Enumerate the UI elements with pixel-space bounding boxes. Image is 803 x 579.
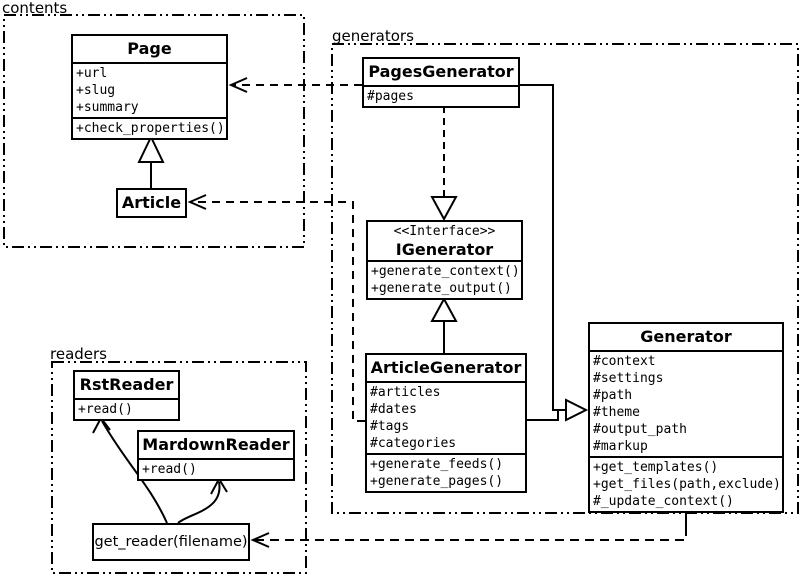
function-get-reader-label: get_reader(filename) [94, 534, 248, 550]
class-mardownreader-title: MardownReader [142, 435, 290, 454]
class-page-title: Page [127, 39, 172, 58]
attribute: #path [593, 388, 633, 403]
class-pagesgenerator: PagesGenerator #pages [362, 57, 520, 108]
package-contents-label: contents [2, 0, 68, 17]
class-articlegenerator: ArticleGenerator #articles #dates #tags … [365, 353, 527, 493]
class-generator-title: Generator [640, 327, 732, 346]
package-readers-border [51, 361, 307, 574]
attribute: #context [593, 354, 656, 369]
interface-igenerator-title: IGenerator [395, 240, 494, 259]
class-articlegenerator-title: ArticleGenerator [370, 358, 522, 377]
method: +generate_pages() [370, 474, 504, 489]
method: +read() [142, 462, 197, 477]
package-generators-border [331, 43, 799, 514]
attribute: +summary [76, 100, 139, 115]
edge-generators-generator-generalization [519, 84, 589, 422]
method: +generate_context() [371, 264, 520, 279]
attribute: #tags [370, 419, 410, 434]
class-page-attributes: +url +slug +summary [73, 62, 226, 117]
package-generators-label: generators [332, 27, 414, 45]
edge-articlegenerator-igenerator-generalization [430, 296, 458, 354]
attribute: #markup [593, 439, 648, 454]
class-article: Article [116, 188, 187, 218]
class-mardownreader: MardownReader +read() [137, 430, 295, 481]
class-rstreader: RstReader +read() [73, 370, 180, 421]
method: #_update_context() [593, 494, 734, 509]
class-article-title: Article [121, 193, 182, 212]
method: +read() [78, 402, 133, 417]
package-contents-border [3, 14, 305, 248]
edge-article-page-generalization [137, 134, 165, 189]
attribute: +slug [76, 83, 116, 98]
attribute: +url [76, 66, 108, 81]
class-page-methods: +check_properties() [73, 117, 226, 138]
class-articlegenerator-methods: +generate_feeds() +generate_pages() [367, 453, 525, 491]
edge-getreader-mardownreader-call [177, 476, 228, 524]
interface-igenerator-methods: +generate_context() +generate_output() [368, 260, 521, 298]
attribute: #categories [370, 436, 457, 451]
attribute: #articles [370, 385, 441, 400]
class-pagesgenerator-attributes: #pages [364, 85, 518, 106]
edge-articlegenerator-article-dependency [187, 194, 365, 422]
class-generator-attributes: #context #settings #path #theme #output_… [590, 350, 782, 456]
method: +check_properties() [76, 121, 225, 136]
class-mardownreader-methods: +read() [139, 458, 293, 479]
method: +generate_output() [371, 281, 512, 296]
attribute: #pages [367, 89, 414, 104]
class-articlegenerator-attributes: #articles #dates #tags #categories [367, 381, 525, 453]
class-generator-methods: +get_templates() +get_files(path,exclude… [590, 456, 782, 511]
edge-pagesgenerator-igenerator-realization [430, 106, 458, 222]
method: +get_templates() [593, 460, 719, 475]
class-rstreader-title: RstReader [79, 375, 174, 394]
package-readers-label: readers [50, 345, 107, 363]
attribute: #settings [593, 371, 664, 386]
class-generator: Generator #context #settings #path #them… [588, 322, 784, 513]
class-pagesgenerator-title: PagesGenerator [368, 62, 514, 81]
function-get-reader: get_reader(filename) [92, 523, 250, 561]
class-rstreader-methods: +read() [75, 398, 178, 419]
method: +generate_feeds() [370, 457, 504, 472]
class-page: Page +url +slug +summary +check_properti… [71, 34, 228, 140]
edge-pagesgenerator-page-dependency [228, 77, 362, 93]
attribute: #theme [593, 405, 640, 420]
attribute: #output_path [593, 422, 687, 437]
interface-igenerator-stereotype: <<Interface>> [393, 224, 496, 239]
method: +get_files(path,exclude) [593, 477, 781, 492]
interface-igenerator: <<Interface>> IGenerator +generate_conte… [366, 220, 523, 300]
attribute: #dates [370, 402, 417, 417]
